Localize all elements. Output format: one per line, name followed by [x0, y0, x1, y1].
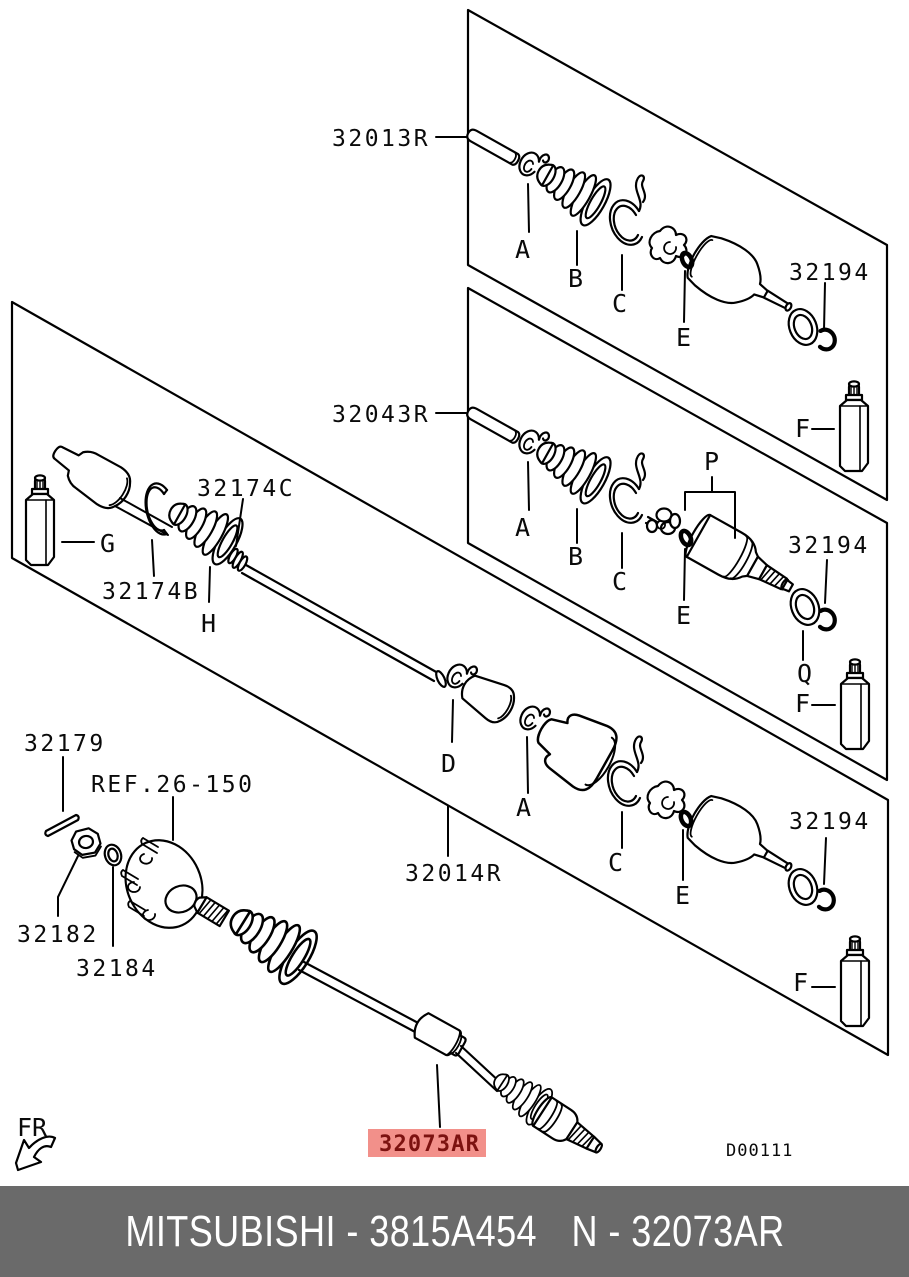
- highlighted-part: 32073AR: [368, 1129, 486, 1157]
- callout-p: P: [704, 447, 719, 476]
- callout-e1: E: [676, 323, 691, 352]
- footer-left: MITSUBISHI - 3815A454: [124, 1206, 537, 1256]
- highlight-box: [368, 1129, 486, 1157]
- long-shaft: [240, 563, 440, 683]
- footer-text: MITSUBISHI - 3815A454 N - 32073AR: [125, 1207, 784, 1257]
- part-label-32194-middle: 32194: [788, 533, 870, 559]
- footer-bar: MITSUBISHI - 3815A454 N - 32073AR: [0, 1186, 909, 1277]
- callout-g: G: [100, 529, 115, 558]
- leader-lines-middle: [435, 412, 836, 706]
- hub-and-driveshaft: 32179 REF.26-150 32182 32184: [17, 731, 604, 1154]
- splined-stub-inner: [193, 896, 231, 928]
- callout-a3: A: [516, 793, 531, 822]
- fr-direction-marker: FR: [14, 1113, 57, 1172]
- callout-f2: F: [795, 689, 810, 718]
- wheel-hub: [124, 839, 204, 929]
- highlighted-part-label: 32073AR: [379, 1132, 480, 1157]
- wheel-studs: [120, 837, 159, 917]
- part-label-32174C: 32174C: [197, 476, 295, 502]
- callout-f1: F: [795, 414, 810, 443]
- driveshaft-bar: [297, 960, 424, 1035]
- part-label-32179: 32179: [24, 731, 106, 757]
- part-label-32182: 32182: [17, 922, 99, 948]
- assembly-top-32013R: 32013R 32194 A B C E F: [332, 126, 871, 473]
- callout-c1: C: [612, 289, 627, 318]
- callout-a2: A: [515, 513, 530, 542]
- panel-outline-large: [10, 300, 890, 1057]
- part-label-32014R: 32014R: [405, 861, 503, 887]
- part-label-ref-26-150: REF.26-150: [91, 772, 254, 798]
- part-label-32043R: 32043R: [332, 402, 430, 428]
- shaft-end-cap: [435, 670, 447, 688]
- callout-e3: E: [675, 881, 690, 910]
- callout-q: Q: [797, 659, 812, 688]
- exploded-parts-diagram: 32013R 32194 A B C E F 32043R 32194 A B …: [10, 8, 890, 1172]
- drawing-number: D00111: [726, 1141, 793, 1161]
- leader-lines-top: [435, 136, 835, 430]
- drive-shaft-nut: [70, 827, 102, 859]
- callout-f3: F: [793, 968, 808, 997]
- washer: [103, 843, 123, 867]
- leader-lines-hub: [57, 756, 441, 1128]
- part-label-32013R: 32013R: [332, 126, 430, 152]
- panel-outline-top: [466, 8, 889, 502]
- callout-c2: C: [612, 567, 627, 596]
- panel-outline-middle: [466, 286, 889, 782]
- center-damper: [413, 1012, 467, 1057]
- part-label-32194-lower: 32194: [789, 809, 871, 835]
- callout-b1: B: [568, 264, 583, 293]
- footer-right: N - 32073AR: [571, 1206, 785, 1256]
- assembly-middle-32043R: 32043R 32194 A B C E P Q F: [332, 402, 871, 751]
- callout-c3: C: [608, 848, 623, 877]
- part-label-32184: 32184: [76, 956, 158, 982]
- part-label-32194-top: 32194: [789, 260, 871, 286]
- callout-d: D: [441, 749, 456, 778]
- callout-h: H: [201, 609, 216, 638]
- fr-arrow-icon: [14, 1135, 57, 1172]
- cotter-pin: [44, 813, 80, 838]
- outer-joint-housing: [531, 1096, 604, 1154]
- hub-boss: [164, 884, 198, 914]
- leader-lines-lower: [61, 498, 836, 988]
- callout-a1: A: [515, 235, 530, 264]
- part-label-32174B: 32174B: [102, 579, 200, 605]
- callout-e2: E: [676, 601, 691, 630]
- callout-b2: B: [568, 542, 583, 571]
- assembly-lower-32014R: 32014R 32194 32174C 32174B G H D A C E F: [24, 431, 871, 1028]
